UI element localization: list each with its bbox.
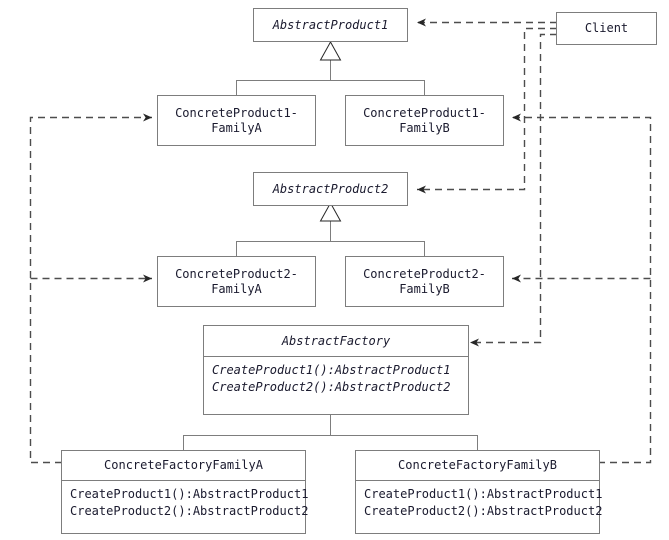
method-line: CreateProduct1():AbstractProduct1 bbox=[364, 487, 603, 501]
method-line: CreateProduct1():AbstractProduct1 bbox=[212, 363, 451, 377]
method-line: CreateProduct2():AbstractProduct2 bbox=[70, 504, 309, 519]
class-name-abstractproduct1: AbstractProduct1 bbox=[272, 17, 389, 32]
class-box-abstractfactory[interactable]: AbstractFactory CreateProduct1():Abstrac… bbox=[203, 325, 469, 415]
class-name-concretefactoryfamilyb: ConcreteFactoryFamilyB bbox=[398, 458, 557, 472]
class-name-concreteproduct2-familyb: ConcreteProduct2- FamilyB bbox=[363, 266, 486, 296]
methods-concretefactoryfamilya: CreateProduct1():AbstractProduct1 Create… bbox=[62, 480, 309, 525]
dep-factoryb-to-concreteproduct1-familyb bbox=[512, 113, 652, 464]
method-line: CreateProduct2():AbstractProduct2 bbox=[212, 380, 451, 395]
class-name-abstractfactory: AbstractFactory bbox=[281, 333, 391, 348]
methods-abstractfactory: CreateProduct1():AbstractProduct1 Create… bbox=[204, 356, 468, 401]
dep-client-to-abstractfactory bbox=[470, 33, 557, 347]
class-box-concretefactoryfamilya[interactable]: ConcreteFactoryFamilyA CreateProduct1():… bbox=[61, 450, 309, 534]
class-box-abstractproduct1[interactable]: AbstractProduct1 bbox=[253, 8, 408, 42]
dep-client-to-abstractproduct2 bbox=[417, 27, 557, 194]
method-line: CreateProduct1():AbstractProduct1 bbox=[70, 487, 309, 501]
class-name-client: Client bbox=[584, 21, 629, 35]
class-box-abstractproduct2[interactable]: AbstractProduct2 bbox=[253, 172, 408, 206]
inheritance-triangle-ap2 bbox=[319, 201, 342, 222]
class-box-client[interactable]: Client bbox=[556, 12, 657, 45]
class-box-concretefactoryfamilyb[interactable]: ConcreteFactoryFamilyB CreateProduct1():… bbox=[355, 450, 603, 534]
class-name-concretefactoryfamilya: ConcreteFactoryFamilyA bbox=[104, 458, 263, 472]
methods-concretefactoryfamilyb: CreateProduct1():AbstractProduct1 Create… bbox=[356, 480, 603, 525]
class-name-concreteproduct2-familya: ConcreteProduct2- FamilyA bbox=[175, 266, 298, 296]
inheritance-triangle-ap1 bbox=[319, 40, 342, 61]
dep-factorya-to-concreteproduct1-familya bbox=[29, 113, 152, 464]
dependency-edges bbox=[29, 18, 652, 464]
class-box-concreteproduct1-familya[interactable]: ConcreteProduct1- FamilyA bbox=[157, 95, 316, 146]
class-name-concreteproduct1-familyb: ConcreteProduct1- FamilyB bbox=[363, 105, 486, 135]
class-box-concreteproduct2-familya[interactable]: ConcreteProduct2- FamilyA bbox=[157, 256, 316, 307]
class-box-concreteproduct2-familyb[interactable]: ConcreteProduct2- FamilyB bbox=[345, 256, 504, 307]
class-name-concreteproduct1-familya: ConcreteProduct1- FamilyA bbox=[175, 105, 298, 135]
class-box-concreteproduct1-familyb[interactable]: ConcreteProduct1- FamilyB bbox=[345, 95, 504, 146]
class-name-abstractproduct2: AbstractProduct2 bbox=[272, 181, 389, 196]
method-line: CreateProduct2():AbstractProduct2 bbox=[364, 504, 603, 519]
